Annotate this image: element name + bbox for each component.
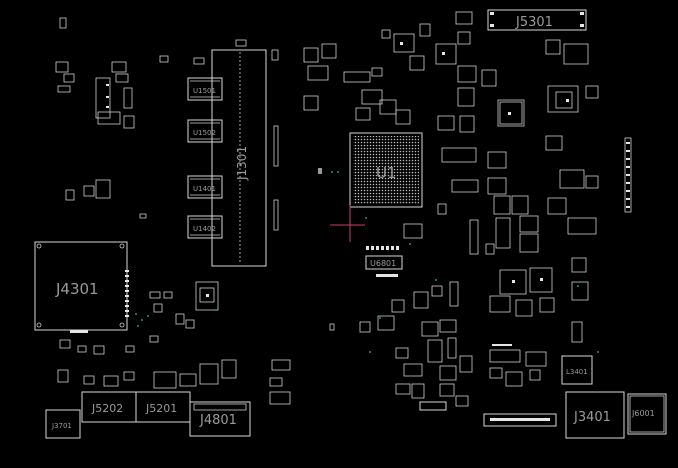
j4301-pin-strip xyxy=(70,270,129,333)
chip-u1401[interactable]: U1401 xyxy=(187,175,223,199)
crosshair-cursor xyxy=(330,205,365,242)
chip-u1402[interactable]: U1402 xyxy=(187,215,223,239)
chip-u1502[interactable]: U1502 xyxy=(187,119,223,143)
connector-bottom-center xyxy=(419,401,557,427)
header-strip-right xyxy=(624,137,632,213)
pad-row-under-u1 xyxy=(366,246,399,277)
chip-u1501[interactable]: U1501 xyxy=(187,77,223,101)
label-j5201: J5201 xyxy=(145,402,177,415)
inductor-l3401[interactable]: L3401 xyxy=(561,355,593,385)
label-l3401: L3401 xyxy=(566,368,588,376)
chip-u6801[interactable]: U6801 xyxy=(365,255,403,270)
connector-j5202[interactable]: J5202 xyxy=(81,391,137,423)
label-j5301: J5301 xyxy=(515,15,553,30)
label-j4801: J4801 xyxy=(199,413,237,428)
label-u1501: U1501 xyxy=(193,87,216,95)
components-center-cluster xyxy=(303,11,599,407)
connector-j5301[interactable]: J5301 xyxy=(487,9,587,31)
memory-slot-j1301[interactable]: J1301 xyxy=(211,49,267,267)
label-u1402: U1402 xyxy=(193,225,216,233)
label-j6001: J6001 xyxy=(631,409,655,418)
pads-scattered xyxy=(106,42,569,346)
connector-j3701[interactable]: J3701 xyxy=(45,409,81,439)
components-left-cluster xyxy=(55,17,291,405)
vias xyxy=(135,171,599,353)
connector-j5201[interactable]: J5201 xyxy=(135,391,191,423)
label-j5202: J5202 xyxy=(91,402,123,415)
label-j4301: J4301 xyxy=(55,280,99,298)
label-j3701: J3701 xyxy=(51,422,72,430)
connector-j4801[interactable]: J4801 xyxy=(189,401,251,437)
label-u6801: U6801 xyxy=(370,259,396,268)
label-u1401: U1401 xyxy=(193,185,216,193)
connector-j4301[interactable]: J4301 xyxy=(34,241,128,331)
label-u1502: U1502 xyxy=(193,129,216,137)
label-j1301: J1301 xyxy=(235,146,249,181)
label-j3401: J3401 xyxy=(573,410,611,425)
bga-chip-u1[interactable]: U1 xyxy=(349,132,423,208)
connector-j6001[interactable]: J6001 xyxy=(627,393,667,435)
label-u1: U1 xyxy=(376,164,397,182)
connector-j3401[interactable]: J3401 xyxy=(565,391,625,439)
